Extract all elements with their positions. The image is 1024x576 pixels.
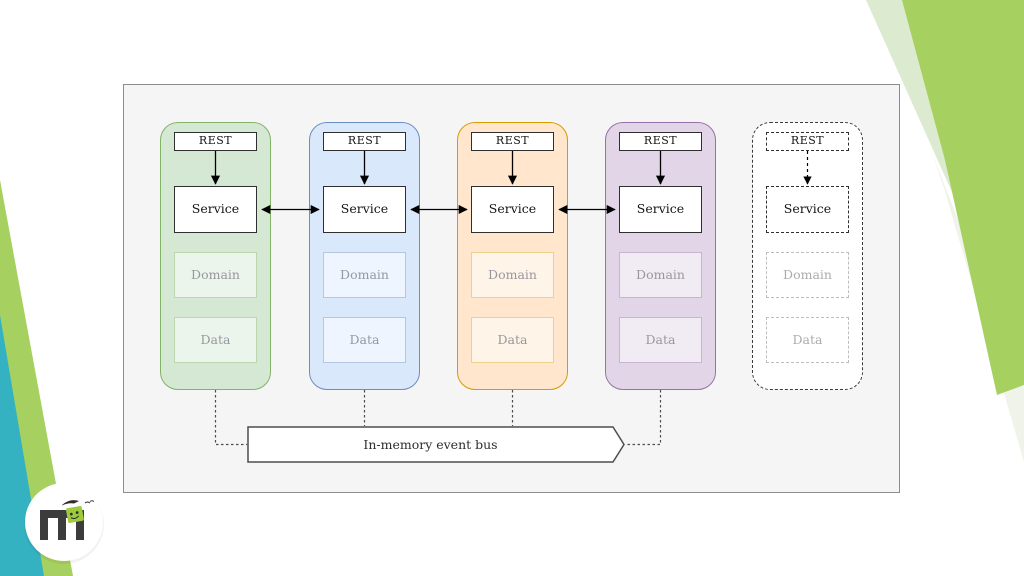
domain-box: Domain — [471, 252, 554, 298]
logo-wing-icon — [62, 500, 79, 506]
data-box: Data — [619, 317, 702, 363]
rest-box: REST — [323, 132, 406, 151]
lime-triangle — [902, 0, 1024, 395]
logo-face-smile — [70, 515, 80, 520]
logo-bird-icon — [84, 500, 95, 504]
rest-box: REST — [174, 132, 257, 151]
bus-link-dashed — [214, 390, 247, 446]
data-box: Data — [323, 317, 406, 363]
logo-accent-square — [66, 506, 84, 523]
logo-face-eye — [75, 511, 79, 514]
domain-box: Domain — [619, 252, 702, 298]
service-box: Service — [619, 186, 702, 233]
data-box: Data — [471, 317, 554, 363]
rest-box: REST — [766, 132, 849, 151]
data-box: Data — [174, 317, 257, 363]
lime-stripe — [0, 180, 73, 576]
event-bus-label: In-memory event bus — [363, 437, 498, 452]
service-box: Service — [766, 186, 849, 233]
service-box: Service — [471, 186, 554, 233]
pale-green-triangle — [866, 0, 960, 210]
service-box: Service — [174, 186, 257, 233]
event-bus-shape — [247, 426, 625, 463]
logo-face-eye — [69, 512, 73, 516]
service-box: Service — [323, 186, 406, 233]
data-box: Data — [766, 317, 849, 363]
rest-box: REST — [619, 132, 702, 151]
domain-box: Domain — [174, 252, 257, 298]
domain-box: Domain — [323, 252, 406, 298]
domain-box: Domain — [766, 252, 849, 298]
service-column-planned: REST Service Domain Data — [752, 122, 863, 390]
rest-box: REST — [471, 132, 554, 151]
